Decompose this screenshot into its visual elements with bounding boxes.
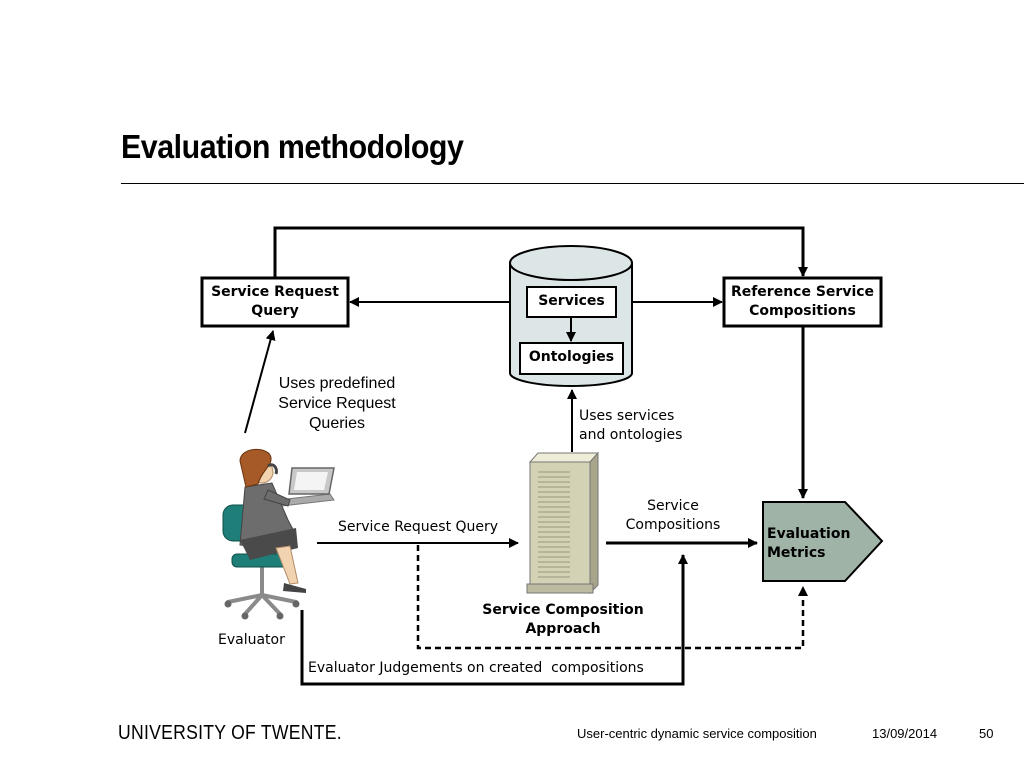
uses-services-ontologies-note: Uses services and ontologies — [579, 408, 683, 443]
evaluation-metrics-shape — [762, 501, 884, 582]
dashed-query-to-metrics-arrow — [416, 545, 808, 650]
title-divider — [121, 183, 1024, 184]
footer-date: 13/09/2014 — [872, 726, 938, 741]
services-label: Services — [538, 293, 605, 309]
university-logo: UNIVERSITY OF TWENTE. — [118, 722, 342, 744]
evaluator-person-icon — [222, 448, 335, 620]
service-compositions-edge-label: Service Compositions — [625, 498, 721, 533]
uses-predefined-queries-note: Uses predefined Service Request Queries — [278, 375, 396, 432]
top-loop-arrow — [273, 226, 808, 278]
evaluation-metrics-label: Evaluation Metrics — [767, 526, 851, 561]
slide-title: Evaluation methodology — [121, 128, 464, 165]
services-box — [526, 286, 617, 318]
judgements-arrow — [300, 554, 688, 686]
footer-page-number: 50 — [979, 726, 994, 741]
service-request-query-box — [200, 276, 350, 328]
service-request-query-edge-label: Service Request Query — [338, 519, 499, 535]
footer-presentation-title: User-centric dynamic service composition — [577, 726, 817, 741]
service-composition-approach-label: Service Composition Approach — [482, 602, 644, 637]
evaluator-judgements-label: Evaluator Judgements on created composit… — [308, 660, 644, 676]
evaluator-label: Evaluator — [218, 632, 285, 648]
evaluator-to-query-arrow — [244, 330, 276, 434]
reference-service-compositions-label: Reference Service Compositions — [730, 284, 875, 319]
ontologies-box — [519, 342, 624, 375]
server-icon — [526, 451, 600, 595]
service-request-query-label: Service Request Query — [211, 284, 339, 319]
ontologies-label: Ontologies — [528, 349, 615, 365]
